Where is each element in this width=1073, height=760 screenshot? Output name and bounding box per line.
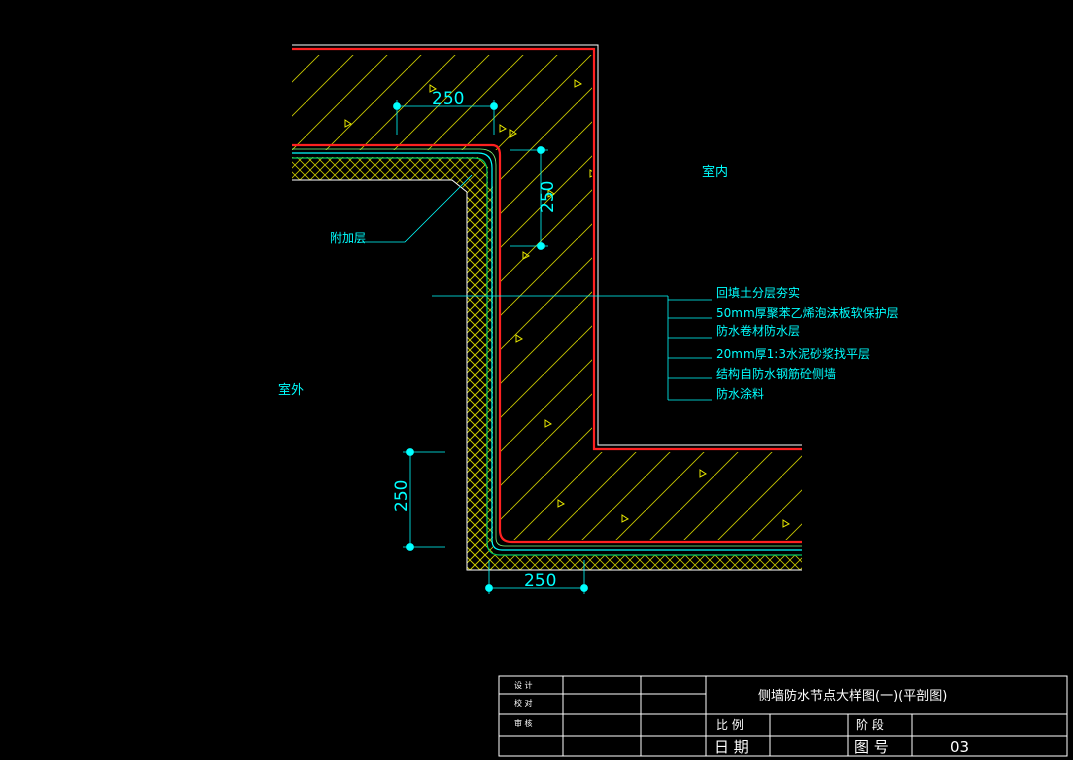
concrete-wall (292, 55, 802, 540)
scale-label: 比 例 (716, 718, 744, 732)
outline-lines (292, 44, 802, 571)
reviewer-label: 审 核 (514, 718, 533, 728)
dim-bottom-horizontal: 250 (524, 571, 556, 591)
layer-label-4: 20mm厚1:3水泥砂浆找平层 (716, 346, 870, 361)
layer-label-2: 50mm厚聚苯乙烯泡沫板软保护层 (716, 306, 899, 320)
layer-label-5: 结构自防水钢筋砼侧墙 (716, 366, 836, 381)
stage-label: 阶 段 (856, 717, 884, 732)
date-label: 日 期 (714, 738, 749, 756)
additional-layer-label: 附加层 (330, 231, 366, 245)
waterproof-layers (292, 148, 802, 556)
designer-label: 设 计 (514, 680, 533, 690)
dimension-lines (393, 100, 588, 594)
dim-bottom-vertical: 250 (392, 480, 412, 512)
title-block-grid (498, 675, 1068, 757)
dim-top-horizontal: 250 (432, 89, 464, 109)
leader-lines (362, 174, 712, 401)
outdoor-label: 室外 (278, 382, 304, 398)
drawing-title: 侧墙防水节点大样图(一)(平剖图) (758, 688, 947, 704)
indoor-label: 室内 (702, 164, 728, 180)
dim-top-vertical: 250 (538, 181, 558, 213)
membrane-red (292, 47, 802, 544)
layer-label-6: 防水涂料 (716, 386, 764, 401)
backfill-soil (292, 157, 802, 570)
drawing-no-value: 03 (950, 738, 969, 756)
layer-label-1: 回填土分层夯实 (716, 285, 800, 300)
drawing-no-label: 图 号 (854, 738, 889, 756)
layer-label-3: 防水卷材防水层 (716, 323, 800, 338)
checker-label: 校 对 (514, 698, 533, 708)
